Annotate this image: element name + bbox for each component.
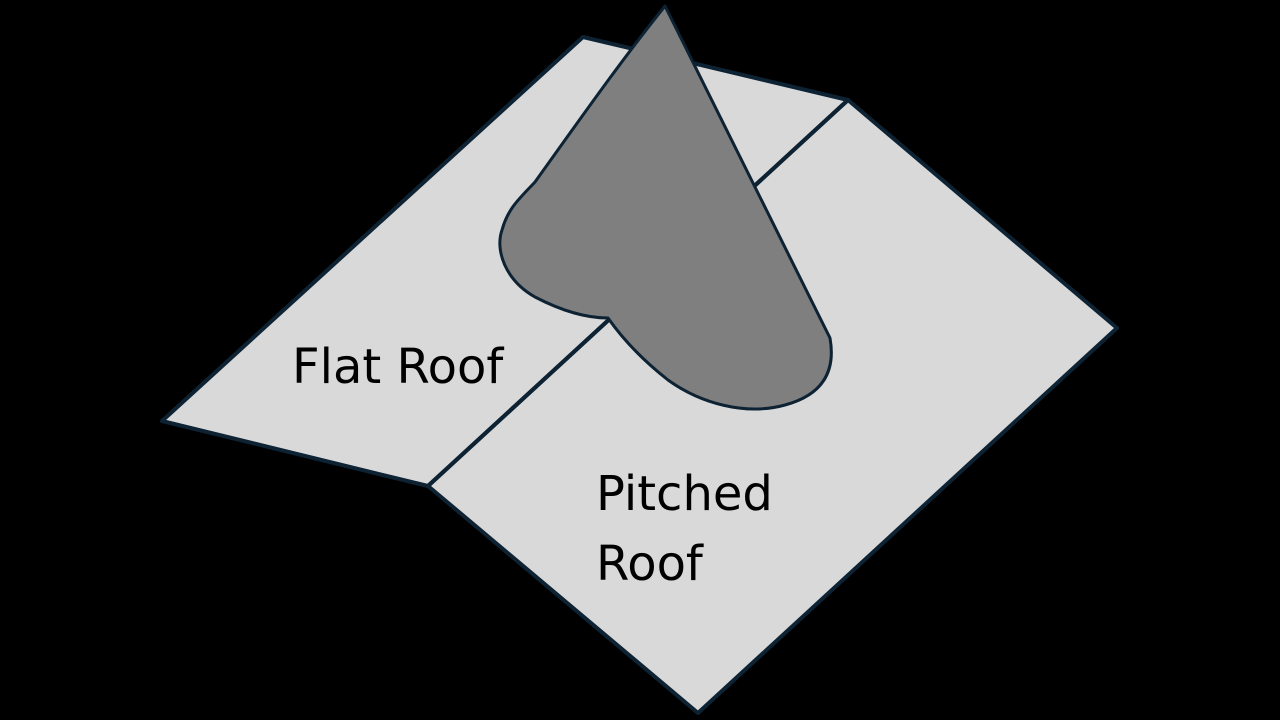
pitched-roof-label-line1: Pitched — [596, 466, 773, 522]
pitched-roof-label-line2: Roof — [596, 536, 704, 592]
flat-roof-label: Flat Roof — [292, 339, 504, 395]
roof-flashing-cone — [498, 4, 833, 411]
